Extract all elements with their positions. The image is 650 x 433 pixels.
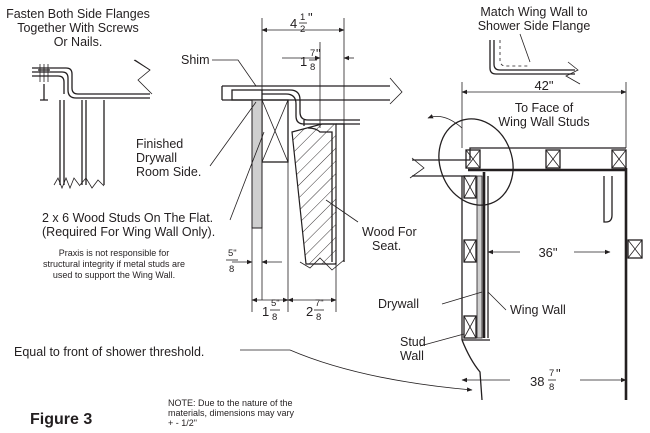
dim-38-7-8-den: 8 (549, 382, 554, 393)
stud-wall-label-2: Wall (400, 349, 424, 363)
stud-top-3 (611, 149, 627, 169)
wing-wall-label: Wing Wall (510, 303, 566, 317)
fasten-label-2: Together With Screws (17, 21, 139, 35)
dim-1-7-8-num: 7 (310, 48, 315, 59)
dim-38-7-8-unit: " (556, 366, 561, 381)
figure-title: Figure 3 (30, 411, 92, 428)
dim-38-7-8-num: 7 (549, 368, 554, 379)
fasten-label-3: Or Nails. (54, 35, 103, 49)
drywall-board (251, 99, 263, 229)
stud-wall-label-1: Stud (400, 335, 426, 349)
fasten-label-1: Fasten Both Side Flanges (6, 7, 150, 21)
dim-1-7-8-unit: " (316, 46, 321, 61)
finished-label-3: Room Side. (136, 165, 201, 179)
right-plan-view (409, 82, 643, 401)
dim-4-1-2-unit: " (308, 10, 313, 25)
dim-36: 36" (538, 245, 557, 260)
wing-wall-drywall (476, 175, 483, 339)
detail-circle (438, 118, 514, 206)
dim-42: 42" (534, 78, 553, 93)
dim-4-1-2-whole: 4 (290, 16, 297, 31)
praxis-label-3: used to support the Wing Wall. (53, 270, 175, 280)
dim-4-1-2-den: 2 (300, 24, 305, 35)
dim-5-8-num: 5" (228, 248, 237, 259)
stud-top-1 (465, 149, 481, 169)
studs-label-2: (Required For Wing Wall Only). (42, 225, 215, 239)
finished-label-2: Drywall (136, 151, 177, 165)
center-section-view (221, 18, 403, 312)
wing-wall-flange-detail (489, 40, 581, 85)
text-labels: Fasten Both Side Flanges Together With S… (6, 5, 590, 428)
match-label-1: Match Wing Wall to (480, 5, 587, 19)
equal-threshold-label: Equal to front of shower threshold. (14, 345, 204, 359)
shim-label: Shim (181, 53, 209, 67)
dim-2-7-8-whole: 2 (306, 304, 313, 319)
dim-1-5-8-den: 8 (272, 312, 277, 323)
wood-seat-label-2: Seat. (372, 239, 401, 253)
note-label-2: materials, dimensions may vary (168, 408, 295, 418)
studs-label-1: 2 x 6 Wood Studs On The Flat. (42, 211, 213, 225)
note-label-3: + - 1/2" (168, 418, 197, 428)
to-face-label-1: To Face of (515, 101, 574, 115)
to-face-label-2: Wing Wall Studs (498, 115, 589, 129)
dim-1-5-8-whole: 1 (262, 304, 269, 319)
dim-4-1-2-num: 1 (300, 12, 305, 23)
dim-2-7-8-den: 8 (316, 312, 321, 323)
wood-seat-label-1: Wood For (362, 225, 417, 239)
match-label-2: Shower Side Flange (478, 19, 591, 33)
dim-1-7-8-den: 8 (310, 62, 315, 73)
praxis-label-1: Praxis is not responsible for (59, 248, 170, 258)
dim-2-7-8-num: 7" (315, 298, 324, 309)
praxis-label-2: structural integrity if metal studs are (43, 259, 185, 269)
dim-38-7-8-whole: 38 (530, 374, 544, 389)
dimension-labels: 4 1 2 " 1 7 8 " 42" 36" 5" 8 1 5" 8 2 7"… (226, 10, 561, 393)
dim-5-8-den: 8 (229, 264, 234, 275)
stud-top-2 (545, 149, 561, 169)
note-label-1: NOTE: Due to the nature of the (168, 398, 293, 408)
dim-1-7-8-whole: 1 (300, 54, 307, 69)
drywall-label: Drywall (378, 297, 419, 311)
finished-label-1: Finished (136, 137, 183, 151)
flange-fastening-detail (32, 59, 153, 190)
shim-block (231, 89, 263, 101)
dim-1-5-8-num: 5" (271, 298, 280, 309)
wood-seat (291, 123, 337, 265)
leader-lines (133, 33, 531, 392)
